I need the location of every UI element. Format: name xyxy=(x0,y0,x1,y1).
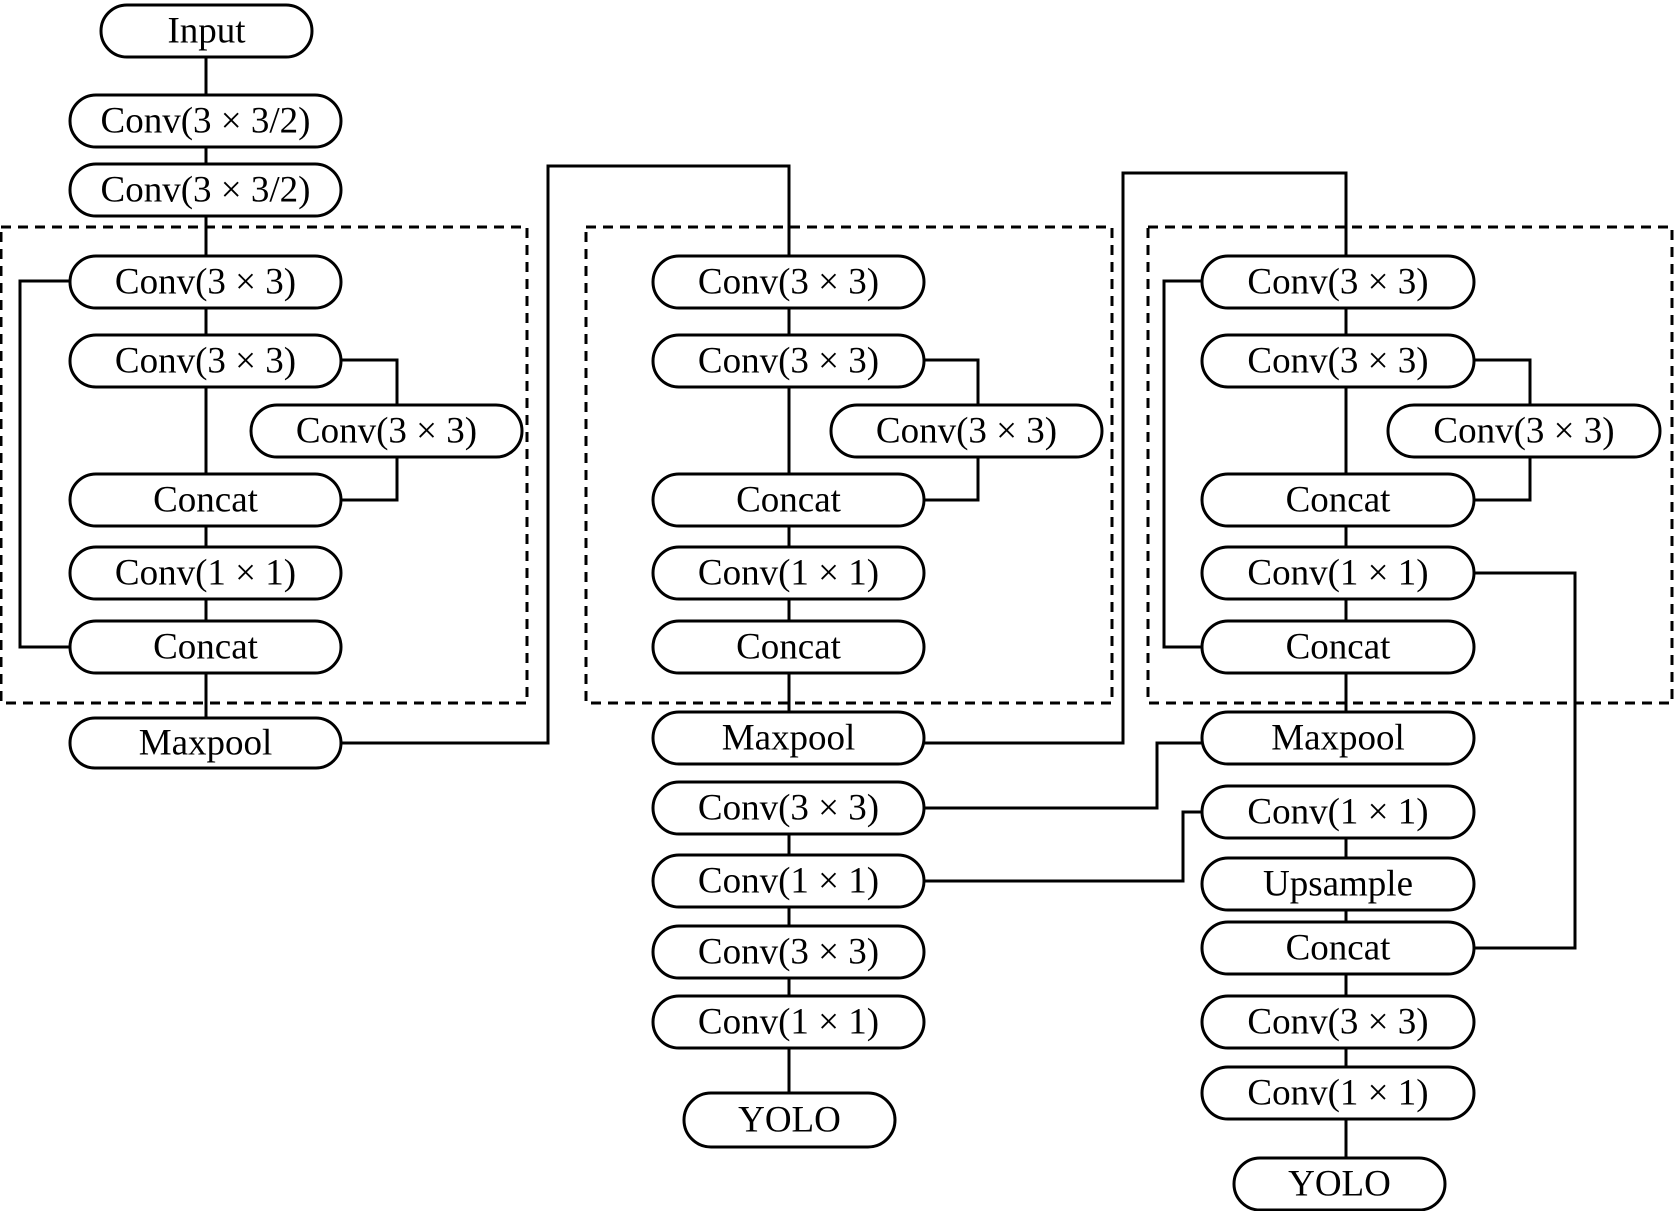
node-c1-concat-b: Concat xyxy=(68,619,343,675)
svg-text:YOLO: YOLO xyxy=(738,1100,841,1141)
svg-text:Conv(3 × 3): Conv(3 × 3) xyxy=(698,262,879,303)
node-c2-conv-1x1-c: Conv(1 × 1) xyxy=(651,994,926,1050)
node-c3-yolo: YOLO xyxy=(1232,1156,1447,1211)
svg-text:Conv(1 × 1): Conv(1 × 1) xyxy=(115,553,296,594)
node-c3-conv-1x1: Conv(1 × 1) xyxy=(1200,545,1476,601)
svg-text:Conv(3 × 3): Conv(3 × 3) xyxy=(1247,341,1428,382)
edge-c1-branch-in xyxy=(341,358,399,405)
node-c3-concat-c: Concat xyxy=(1200,920,1476,976)
node-c1-conv-branch: Conv(3 × 3) xyxy=(249,403,524,459)
edge-c2-maxpool-to-block3 xyxy=(924,171,1348,745)
svg-text:Concat: Concat xyxy=(153,627,259,668)
edge-c1-maxpool-to-block2 xyxy=(341,164,791,745)
node-c2-concat-b: Concat xyxy=(651,619,926,675)
svg-text:Conv(1 × 1): Conv(1 × 1) xyxy=(698,553,879,594)
svg-text:Conv(1 × 1): Conv(1 × 1) xyxy=(1247,1073,1428,1114)
edge-c3-maxpool-to-c2-conv xyxy=(924,741,1202,810)
node-c2-conv-d: Conv(3 × 3) xyxy=(651,924,926,980)
edge-c3-branch-out xyxy=(1474,457,1532,502)
block-3-group xyxy=(1146,225,1674,705)
edge-c2-branch-out xyxy=(924,457,980,502)
svg-text:Conv(3 × 3): Conv(3 × 3) xyxy=(115,341,296,382)
connectors xyxy=(18,57,1577,1158)
node-c3-maxpool: Maxpool xyxy=(1200,710,1476,766)
node-c3-conv-c: Conv(3 × 3) xyxy=(1200,994,1476,1050)
svg-text:Concat: Concat xyxy=(736,480,842,521)
svg-text:Upsample: Upsample xyxy=(1263,864,1413,905)
node-input: Input xyxy=(99,3,314,59)
node-c1-maxpool: Maxpool xyxy=(68,716,343,770)
node-c2-conv-branch: Conv(3 × 3) xyxy=(829,403,1104,459)
node-c2-conv-a: Conv(3 × 3) xyxy=(651,254,926,310)
svg-text:Input: Input xyxy=(167,11,246,52)
node-c1-conv-s2-b: Conv(3 × 3/2) xyxy=(68,162,343,218)
block-2-group xyxy=(584,225,1114,705)
node-c3-conv-b: Conv(3 × 3) xyxy=(1200,333,1476,389)
svg-text:YOLO: YOLO xyxy=(1288,1164,1391,1205)
node-c2-maxpool: Maxpool xyxy=(651,710,926,766)
edge-c2-conv1x1-to-c3-conv1x1 xyxy=(924,810,1202,883)
svg-text:Conv(1 × 1): Conv(1 × 1) xyxy=(698,1002,879,1043)
svg-text:Conv(3 × 3): Conv(3 × 3) xyxy=(698,788,879,829)
node-c2-concat-a: Concat xyxy=(651,472,926,528)
svg-text:Concat: Concat xyxy=(1286,627,1392,668)
edge-c1-branch-out xyxy=(341,457,399,502)
svg-text:Conv(3 × 3/2): Conv(3 × 3/2) xyxy=(101,170,311,211)
svg-text:Conv(3 × 3): Conv(3 × 3) xyxy=(1247,1002,1428,1043)
svg-text:Conv(3 × 3): Conv(3 × 3) xyxy=(698,932,879,973)
svg-text:Conv(3 × 3): Conv(3 × 3) xyxy=(1247,262,1428,303)
node-c2-conv-1x1: Conv(1 × 1) xyxy=(651,545,926,601)
node-c1-conv-1x1: Conv(1 × 1) xyxy=(68,545,343,601)
edge-c3-skip xyxy=(1162,279,1202,649)
svg-text:Conv(1 × 1): Conv(1 × 1) xyxy=(1247,792,1428,833)
svg-text:Conv(3 × 3): Conv(3 × 3) xyxy=(115,262,296,303)
svg-text:Maxpool: Maxpool xyxy=(1271,718,1405,759)
svg-text:Maxpool: Maxpool xyxy=(722,718,856,759)
edge-c3-conv1x1-to-concat-c xyxy=(1474,571,1577,950)
svg-text:Maxpool: Maxpool xyxy=(139,723,273,764)
edge-c3-branch-in xyxy=(1474,358,1532,405)
svg-text:Conv(3 × 3): Conv(3 × 3) xyxy=(876,411,1057,452)
svg-text:Conv(1 × 1): Conv(1 × 1) xyxy=(698,861,879,902)
node-c2-conv-c: Conv(3 × 3) xyxy=(651,780,926,836)
svg-text:Concat: Concat xyxy=(1286,480,1392,521)
edge-c1-skip xyxy=(18,279,70,649)
node-c3-conv-a: Conv(3 × 3) xyxy=(1200,254,1476,310)
node-c3-conv-branch: Conv(3 × 3) xyxy=(1386,403,1662,459)
edge-c2-branch-in xyxy=(924,358,980,405)
node-c1-concat-a: Concat xyxy=(68,472,343,528)
node-c1-conv-s2-a: Conv(3 × 3/2) xyxy=(68,93,343,149)
node-c3-conv-1x1-c: Conv(1 × 1) xyxy=(1200,1065,1476,1121)
svg-text:Conv(3 × 3): Conv(3 × 3) xyxy=(296,411,477,452)
svg-text:Conv(3 × 3): Conv(3 × 3) xyxy=(698,341,879,382)
svg-text:Conv(1 × 1): Conv(1 × 1) xyxy=(1247,553,1428,594)
svg-text:Conv(3 × 3): Conv(3 × 3) xyxy=(1433,411,1614,452)
block-1-group xyxy=(0,225,529,705)
svg-text:Concat: Concat xyxy=(1286,928,1392,969)
node-c3-concat-b: Concat xyxy=(1200,619,1476,675)
svg-text:Concat: Concat xyxy=(736,627,842,668)
node-c3-upsample: Upsample xyxy=(1200,856,1476,912)
node-c3-concat-a: Concat xyxy=(1200,472,1476,528)
svg-text:Concat: Concat xyxy=(153,480,259,521)
node-c2-conv-b: Conv(3 × 3) xyxy=(651,333,926,389)
node-c1-conv-b: Conv(3 × 3) xyxy=(68,333,343,389)
node-c2-conv-1x1-b: Conv(1 × 1) xyxy=(651,853,926,909)
node-c1-conv-a: Conv(3 × 3) xyxy=(68,254,343,310)
svg-text:Conv(3 × 3/2): Conv(3 × 3/2) xyxy=(101,101,311,142)
node-c2-yolo: YOLO xyxy=(682,1091,897,1149)
node-c3-conv-1x1-b: Conv(1 × 1) xyxy=(1200,784,1476,840)
